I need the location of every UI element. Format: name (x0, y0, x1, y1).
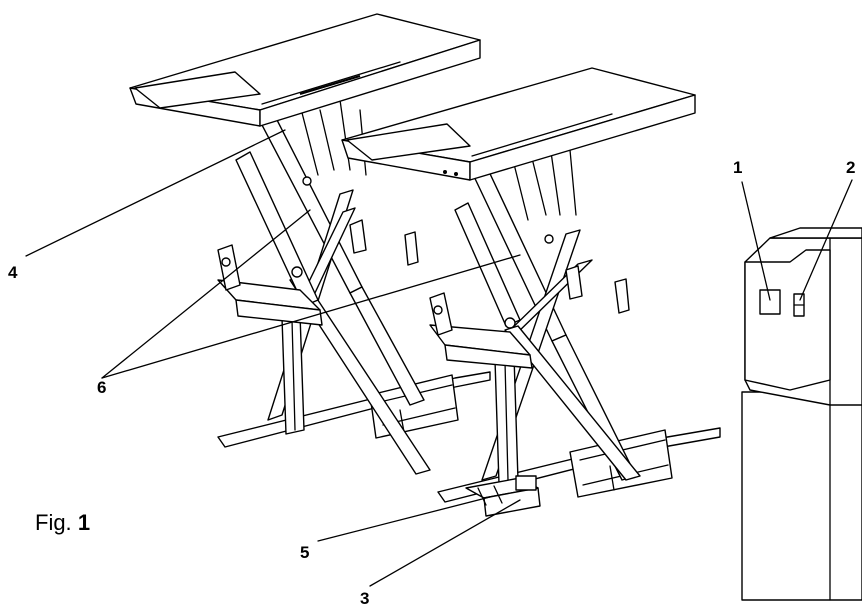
figure-caption: Fig. 1 (35, 510, 90, 535)
right-lift-base-block (465, 475, 541, 517)
right-lift-scissor-arms (454, 144, 641, 481)
leader-6b (101, 254, 521, 379)
callout-6: 6 (97, 378, 106, 397)
leader-1 (741, 181, 771, 301)
console-display-panel (759, 289, 781, 315)
leader-5 (317, 496, 491, 542)
right-lift-cylinder (494, 355, 519, 485)
left-lift-side-plates (217, 176, 419, 326)
leader-6a (101, 209, 311, 379)
figure-caption-prefix: Fig. (35, 510, 72, 535)
leader-4 (25, 129, 286, 257)
right-lift-side-plates (429, 234, 630, 369)
callout-labels: 1 2 3 4 5 6 (8, 158, 855, 606)
callout-5: 5 (300, 543, 309, 562)
right-lift-platform (341, 67, 696, 181)
left-lift-platform (129, 13, 481, 127)
figure-caption-number: 1 (78, 510, 90, 535)
callout-2: 2 (846, 158, 855, 177)
control-console (741, 227, 862, 601)
right-lift (341, 67, 721, 517)
left-lift-base-frame (217, 371, 491, 448)
left-lift-cylinder (281, 313, 305, 435)
callout-4: 4 (8, 263, 18, 282)
callout-3: 3 (360, 589, 369, 606)
leader-lines (25, 129, 853, 587)
leader-2 (799, 179, 853, 301)
callout-1: 1 (733, 158, 742, 177)
left-lift (129, 13, 491, 475)
leader-3 (369, 499, 521, 587)
